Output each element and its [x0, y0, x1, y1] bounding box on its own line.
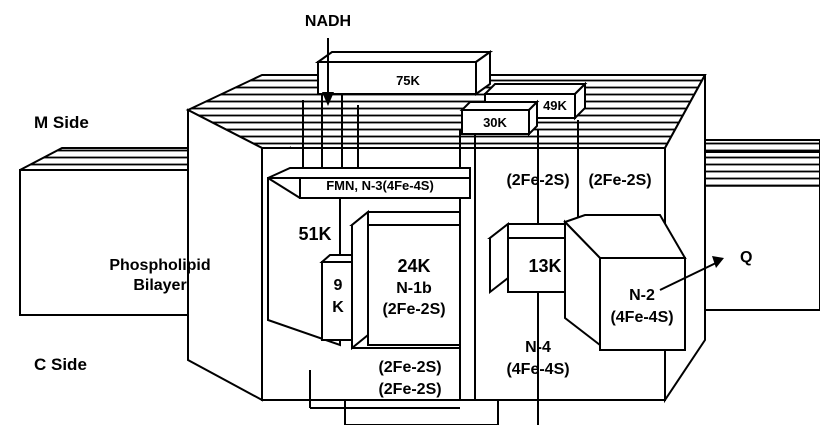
subunit-9k-label-2: K [332, 299, 344, 316]
m-side-label: M Side [34, 113, 89, 132]
cluster-2fe2s-lower-2: (2Fe-2S) [378, 381, 441, 398]
phospholipid-label: Phospholipid [109, 257, 210, 274]
subunit-49k-label: 49K [543, 98, 567, 113]
bilayer-label: Bilayer [133, 277, 186, 294]
cluster-n1b-label: N-1b [396, 280, 432, 297]
subunit-n2 [565, 215, 685, 350]
subunit-51k-label: 51K [298, 224, 331, 244]
cluster-2fe2s-lower-1: (2Fe-2S) [378, 359, 441, 376]
subunit-13k-label: 13K [528, 256, 561, 276]
cluster-n2-type-label: (4Fe-4S) [610, 309, 673, 326]
fmn-n3-label: FMN, N-3(4Fe-4S) [326, 178, 434, 193]
c-side-label: C Side [34, 355, 87, 374]
subunit-30k-label: 30K [483, 115, 507, 130]
cluster-2fe2s-upper-2: (2Fe-2S) [588, 172, 651, 189]
cluster-n2-label: N-2 [629, 287, 655, 304]
subunit-75k-label: 75K [396, 73, 420, 88]
cluster-n4-type-label: (4Fe-4S) [506, 361, 569, 378]
cluster-n4-label: N-4 [525, 339, 551, 356]
cluster-2fe2s-upper-1: (2Fe-2S) [506, 172, 569, 189]
nadh-label: NADH [305, 13, 351, 30]
cluster-n1b-type-label: (2Fe-2S) [382, 301, 445, 318]
subunit-9k-label-1: 9 [334, 277, 343, 294]
q-label: Q [740, 249, 752, 266]
subunit-24k-label: 24K [397, 256, 430, 276]
